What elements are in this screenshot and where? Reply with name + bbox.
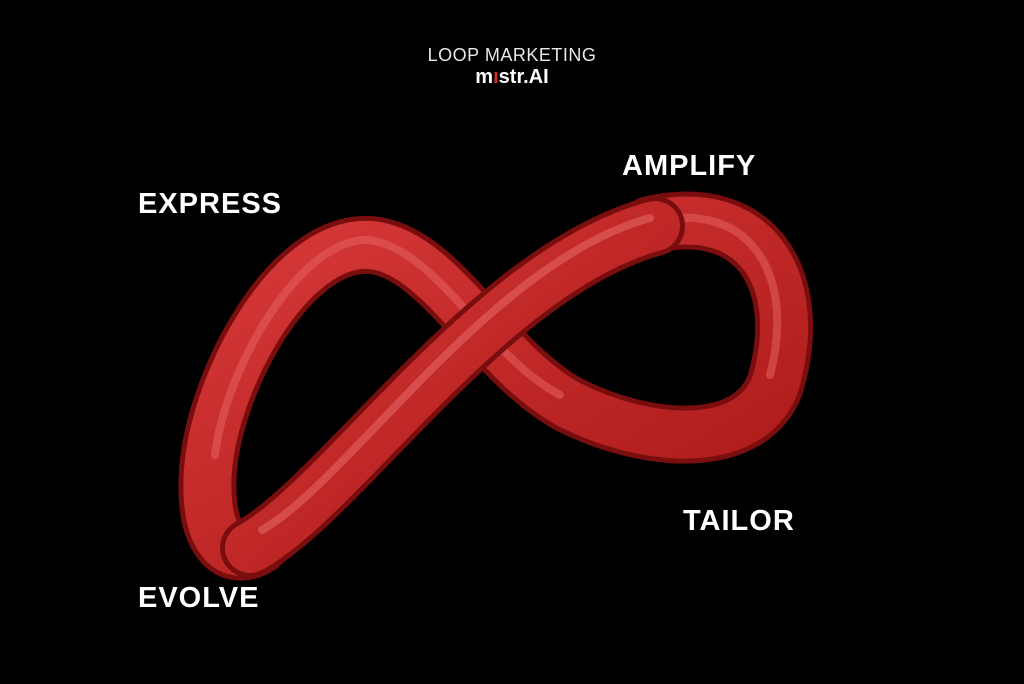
loop-front-band xyxy=(220,196,685,578)
stage-express: EXPRESS xyxy=(138,188,282,220)
stage-tailor: TAILOR xyxy=(683,505,795,537)
subtitle: LOOP MARKETING xyxy=(427,45,597,65)
stage-amplify: AMPLIFY xyxy=(622,150,757,182)
brand-logo: mıstr.AI xyxy=(475,66,549,88)
stage-evolve: EVOLVE xyxy=(138,582,260,614)
